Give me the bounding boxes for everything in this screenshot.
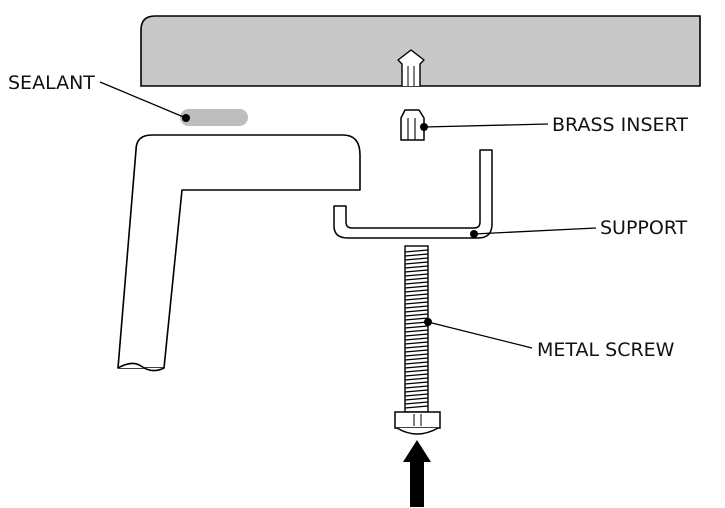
metal-screw-label: METAL SCREW bbox=[537, 339, 675, 361]
metal-screw bbox=[394, 245, 441, 435]
countertop bbox=[140, 15, 701, 87]
upward-arrow-icon bbox=[403, 440, 431, 507]
brass-insert bbox=[400, 109, 425, 141]
sealant-label: SEALANT bbox=[8, 72, 95, 94]
support-bracket bbox=[333, 149, 493, 239]
countertop-insert-socket bbox=[397, 49, 425, 86]
brass-insert-label: BRASS INSERT bbox=[552, 114, 688, 136]
sink-rim bbox=[117, 134, 361, 369]
sealant-strip bbox=[180, 109, 248, 126]
support-label: SUPPORT bbox=[600, 217, 688, 239]
